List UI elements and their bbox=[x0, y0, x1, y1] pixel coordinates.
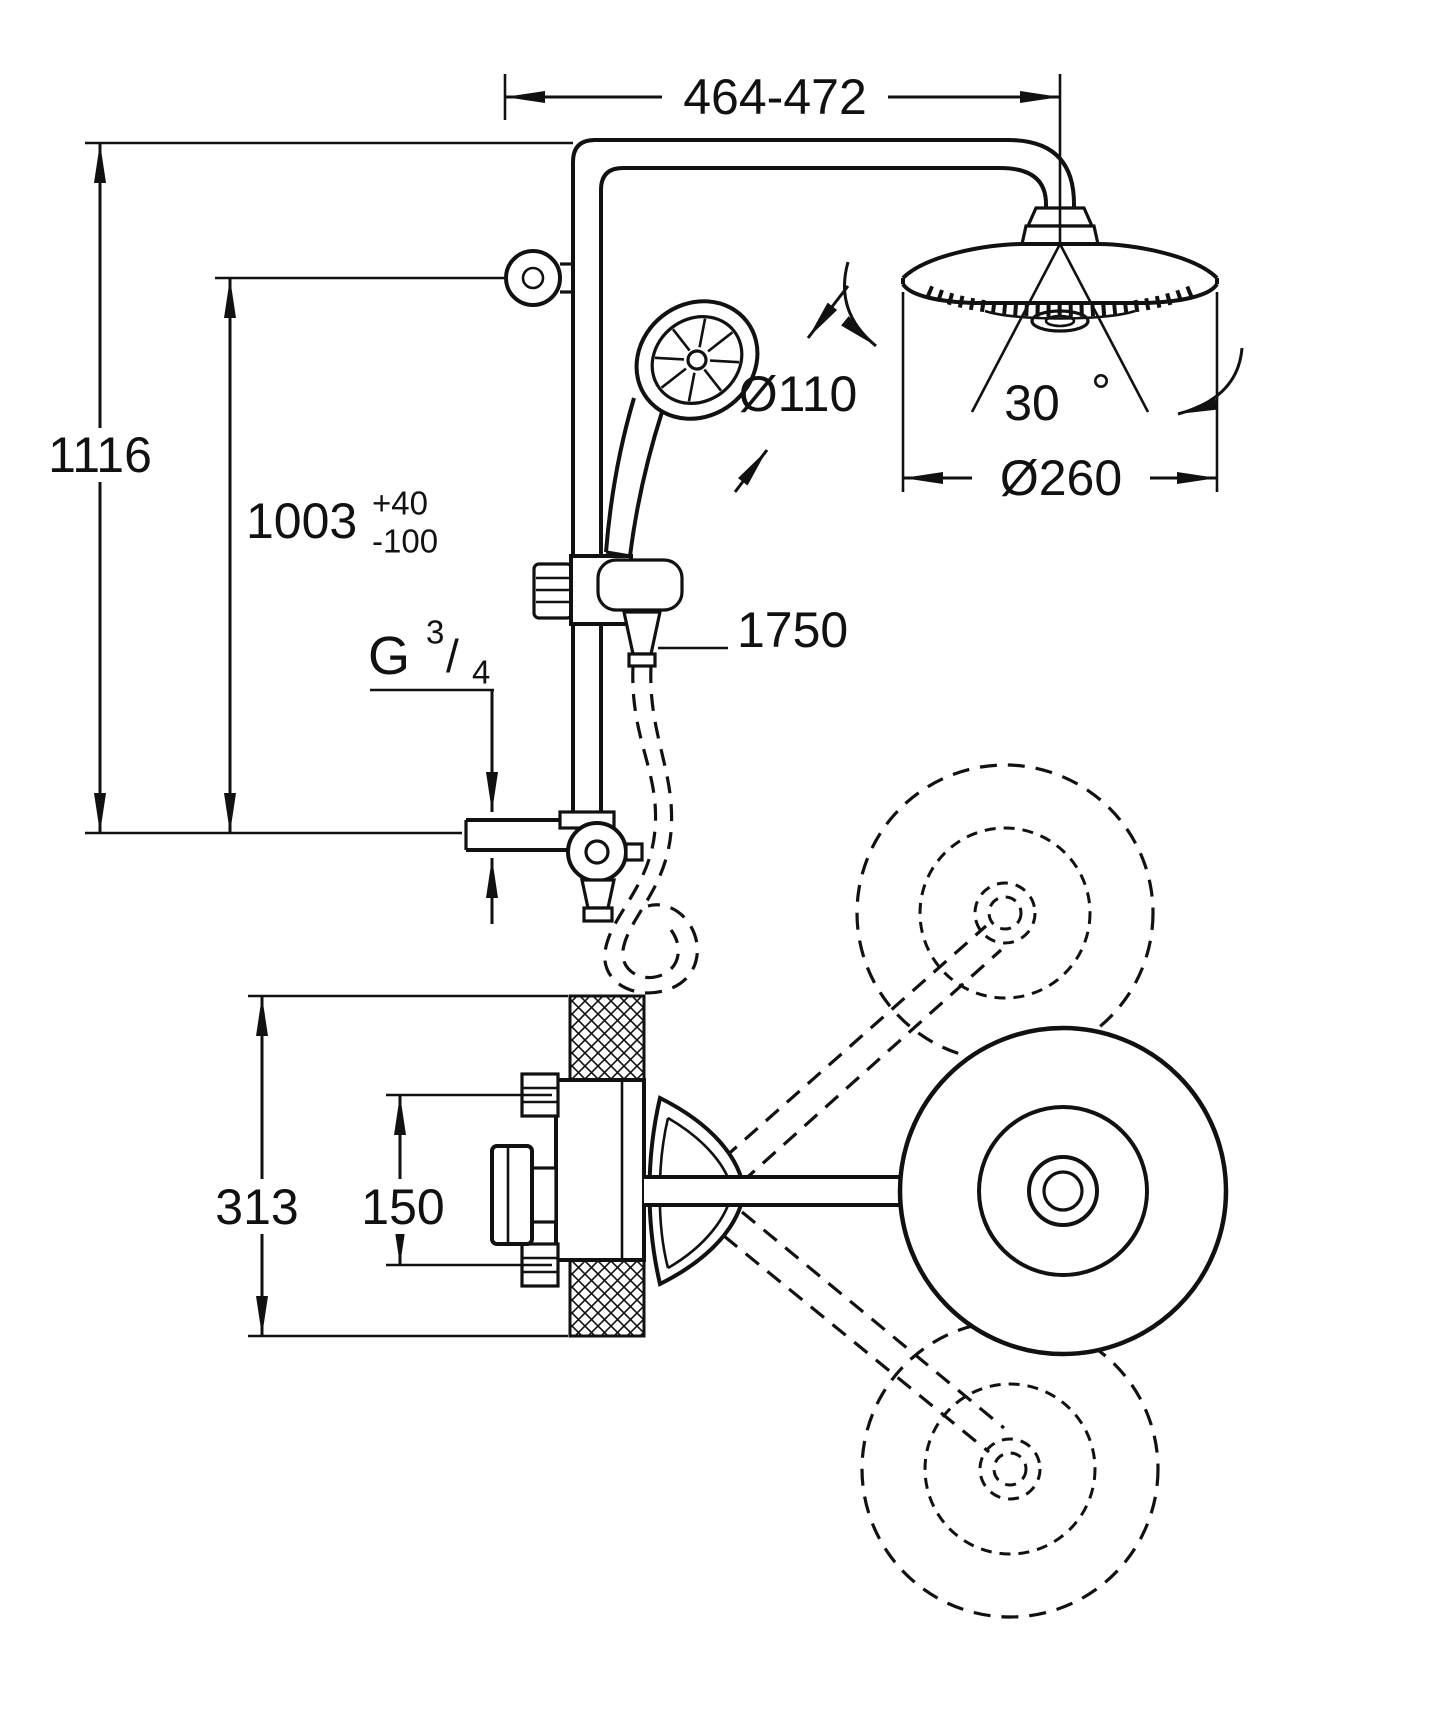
head-shower-plan bbox=[897, 1025, 1229, 1357]
dimension-rail-height: 1003 +40 -100 bbox=[215, 276, 504, 833]
head-swivel-position-bottom bbox=[860, 1319, 1160, 1619]
hand-shower bbox=[604, 299, 760, 558]
diverter-body bbox=[566, 821, 628, 883]
wall-section-hatch bbox=[568, 994, 646, 1338]
hand-shower-handle bbox=[628, 411, 664, 557]
thread-letter: G bbox=[368, 626, 410, 686]
dimension-head-diameter: Ø260 bbox=[901, 292, 1219, 506]
dimension-arm-reach: 464-472 bbox=[503, 69, 1062, 242]
body-width-label: 313 bbox=[215, 1179, 298, 1235]
spray-face-pattern bbox=[654, 318, 740, 402]
dimension-hand-shower-diameter: Ø110 bbox=[733, 285, 858, 493]
head-diameter-label: Ø260 bbox=[1000, 450, 1122, 506]
thread-numerator: 3 bbox=[426, 614, 444, 651]
dimension-overall-height: 1116 bbox=[24, 141, 573, 835]
hand-shower-diameter-label: Ø110 bbox=[739, 366, 858, 422]
outlet-cone bbox=[580, 878, 616, 910]
hose-cone bbox=[622, 610, 662, 656]
overall-height-label: 1116 bbox=[48, 427, 152, 483]
dimension-body-width: 313 bbox=[194, 994, 568, 1338]
label-thread: G 3 / 4 bbox=[368, 614, 498, 924]
rail-tolerance-plus: +40 bbox=[372, 485, 428, 522]
rail-tolerance-minus: -100 bbox=[372, 523, 438, 560]
dimension-connection-spacing: 150 bbox=[344, 1093, 552, 1267]
holder-cup bbox=[596, 558, 684, 612]
dimension-swivel-angle: 30 ° bbox=[841, 243, 1244, 431]
swivel-arrow-right bbox=[1177, 347, 1244, 416]
label-hose-length: 1750 bbox=[658, 602, 848, 658]
thermostat-handle bbox=[490, 1144, 534, 1246]
outlet-nut bbox=[582, 906, 614, 923]
wall-bracket bbox=[504, 249, 562, 307]
hand-shower-holder bbox=[532, 554, 684, 668]
swivel-angle-value: 30 bbox=[1004, 375, 1060, 431]
supply-elbow bbox=[464, 810, 644, 923]
center-cap bbox=[1030, 309, 1090, 333]
arm-reach-label: 464-472 bbox=[683, 69, 867, 125]
rail-height-label: 1003 bbox=[246, 493, 357, 549]
head-swivel-position-top bbox=[855, 763, 1155, 1063]
connection-spacing-label: 150 bbox=[361, 1179, 444, 1235]
shower-hose bbox=[603, 665, 699, 995]
thermostat-body-plan bbox=[490, 1072, 646, 1288]
hose-length-label: 1750 bbox=[737, 602, 848, 658]
swivel-angle-unit: ° bbox=[1091, 364, 1111, 420]
thread-denominator: 4 bbox=[472, 654, 490, 691]
swivel-arrow-left bbox=[841, 261, 877, 348]
shower-column bbox=[504, 138, 1076, 812]
swivel-arm-dashed-lines bbox=[722, 924, 1006, 1454]
thread-slash: / bbox=[446, 630, 459, 682]
hose-nut bbox=[627, 652, 657, 668]
handle-stem bbox=[530, 1166, 558, 1224]
